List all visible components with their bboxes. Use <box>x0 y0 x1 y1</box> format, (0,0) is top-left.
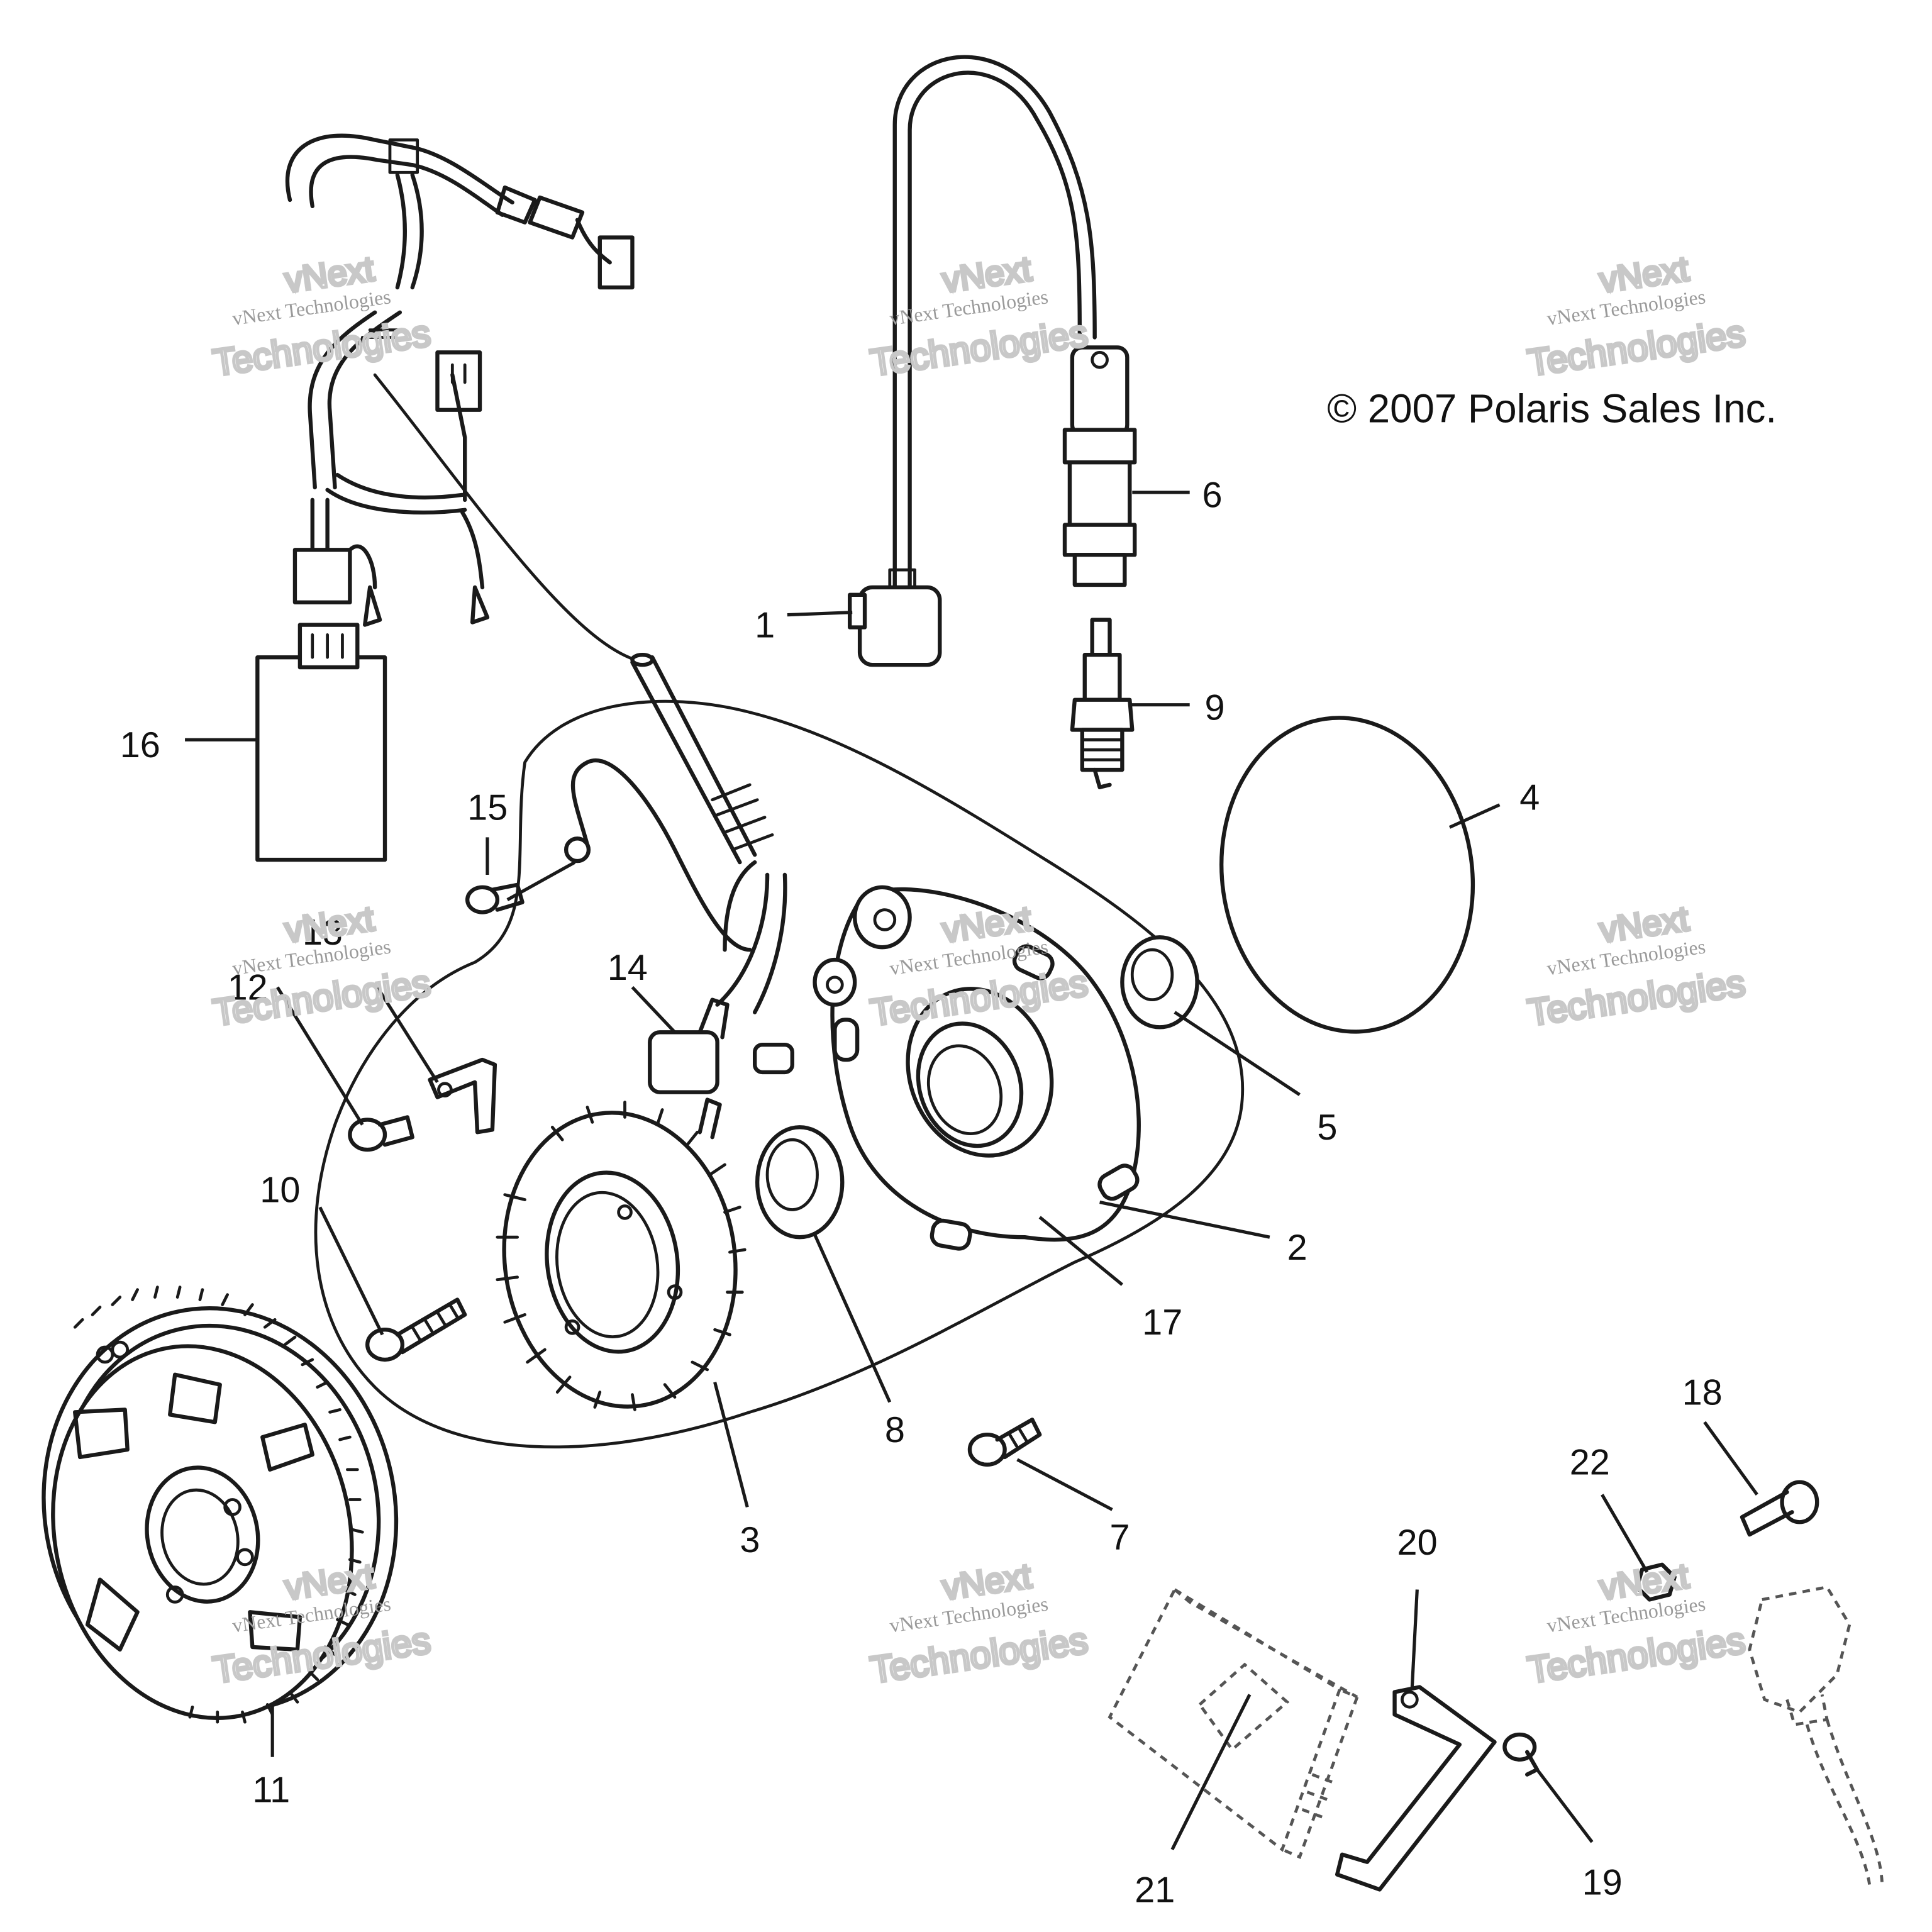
spark-plug <box>1070 618 1135 790</box>
callout-10: 10 <box>260 1170 300 1211</box>
callout-19: 19 <box>1582 1862 1623 1902</box>
oil-seal-small <box>1120 935 1199 1030</box>
stator-group-outline <box>314 699 1245 1449</box>
callout-22: 22 <box>1570 1443 1610 1483</box>
nut-22 <box>1635 1562 1677 1602</box>
spark-plug-cap <box>1062 345 1137 587</box>
callout-17: 17 <box>1142 1302 1182 1343</box>
oil-seal-large <box>755 1125 845 1240</box>
leader-lines <box>185 491 1758 1851</box>
watermark-mid-left: vNext vNext Technologies Technologies <box>209 897 435 1036</box>
callout-7: 7 <box>1110 1518 1130 1558</box>
callout-18: 18 <box>1682 1372 1723 1413</box>
screw-19 <box>1502 1732 1540 1777</box>
cdi-box <box>255 623 387 862</box>
stator-coil <box>496 1097 747 1411</box>
watermark-bottom-center: vNext vNext Technologies Technologies <box>866 1555 1092 1693</box>
watermark-top-right: vNext vNext Technologies Technologies <box>1524 247 1750 386</box>
callout-21: 21 <box>1135 1870 1175 1910</box>
callout-5: 5 <box>1317 1108 1337 1148</box>
pickup-sensor <box>564 653 794 1094</box>
callout-9: 9 <box>1205 688 1225 728</box>
callout-15: 15 <box>467 788 508 828</box>
callout-16: 16 <box>120 725 160 765</box>
callout-13: 13 <box>303 913 343 953</box>
callout-8: 8 <box>885 1410 905 1450</box>
callout-6: 6 <box>1202 475 1223 516</box>
callout-4: 4 <box>1519 778 1540 818</box>
screw-12 <box>348 1115 414 1152</box>
watermark-mid-right: vNext vNext Technologies Technologies <box>1524 897 1750 1036</box>
wiring-harness <box>285 133 647 664</box>
wire-clamp <box>428 1057 497 1135</box>
callout-11: 11 <box>252 1770 290 1810</box>
bolt-7 <box>967 1418 1042 1467</box>
callout-12: 12 <box>228 968 268 1008</box>
bolt-18 <box>1740 1480 1819 1537</box>
callout-2: 2 <box>1287 1228 1307 1268</box>
watermark-bottom-right: vNext vNext Technologies Technologies <box>1524 1555 1750 1693</box>
screw-15 <box>465 882 525 914</box>
callout-3: 3 <box>740 1520 760 1560</box>
callout-14: 14 <box>608 948 648 988</box>
voltage-regulator <box>1108 1587 1359 1859</box>
cover-gasket <box>1219 716 1475 1034</box>
callout-1: 1 <box>755 605 775 645</box>
bracket-20 <box>1335 1685 1497 1892</box>
stator-plate <box>813 885 1141 1251</box>
flywheel <box>42 1285 399 1724</box>
callout-labels: 1 2 3 4 5 6 7 8 9 10 11 12 13 14 15 16 1… <box>120 475 1723 1911</box>
callout-20: 20 <box>1397 1523 1438 1563</box>
speed-sensor <box>1748 1585 1884 1885</box>
bolt-10 <box>365 1297 467 1362</box>
copyright-notice: © 2007 Polaris Sales Inc. <box>1327 387 1777 431</box>
